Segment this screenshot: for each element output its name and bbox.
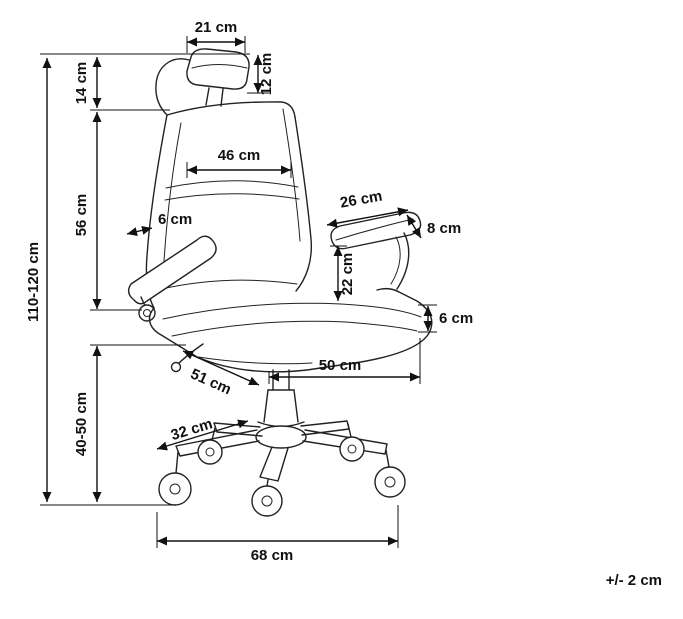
left-armrest-pivot [138,304,156,322]
caster-left [158,451,192,506]
left-armrest-pad [127,235,217,305]
dim-headrest-offset-label: 14 cm [73,62,90,105]
tolerance-note-label: +/- 2 cm [606,572,662,589]
headrest-bracket [155,58,190,116]
caster-back-right [339,423,365,462]
tolerance-note: +/- 2 cm [606,572,662,589]
seat-seam-2 [171,320,418,337]
dim-backrest-height-label: 56 cm [73,194,90,237]
dim-armrest-pad-width: 8 cm [406,214,461,239]
dim-headrest-height-label: 12 cm [258,53,275,96]
seat-seam-1 [162,302,422,320]
headrest-stem-left [205,87,210,106]
dim-backrest-thickness-label: 6 cm [158,211,192,228]
dim-armrest-length-label: 26 cm [339,188,384,212]
dim-headrest-offset: 14 cm [73,57,102,108]
dim-seat-width: 50 cm [269,357,420,382]
dim-seat-width-label: 50 cm [319,357,362,374]
right-armrest-support-inner [390,236,401,285]
dim-backrest-width: 46 cm [187,147,291,175]
tilt-lever-knob [170,361,182,373]
dim-backrest-thickness: 6 cm [126,211,192,237]
dim-seat-thickness: 6 cm [423,306,473,331]
backrest-seam-3 [156,279,298,291]
dim-headrest-height: 12 cm [253,53,275,96]
caster-right [374,449,406,498]
dim-base-width: 68 cm [157,536,398,564]
headrest-stem-right [220,88,224,107]
backrest-inner-left-seam [163,122,182,262]
seat-outline [148,287,433,373]
dim-backrest-width-label: 46 cm [218,147,261,164]
backrest-top-edge [166,101,296,118]
caster-front [251,479,283,517]
dim-backrest-height: 56 cm [73,112,102,309]
backrest-right-edge [294,116,313,292]
dim-headrest-width-label: 21 cm [195,19,238,36]
headrest-shape [186,48,250,90]
dim-seat-height-label: 40-50 cm [73,392,90,456]
dim-seat-thickness-label: 6 cm [439,310,473,327]
dim-headrest-width: 21 cm [187,19,245,47]
dim-base-width-label: 68 cm [251,547,294,564]
extension-lines [40,36,437,548]
base-leg-front [259,446,289,482]
dim-armrest-pad-width-label: 8 cm [427,220,461,237]
base-hub [255,425,307,449]
dim-total-height-label: 110-120 cm [25,242,42,322]
right-armrest-support-outer [396,232,410,290]
dim-seat-height: 40-50 cm [73,346,102,502]
backrest-seam-1 [165,180,299,189]
dim-seat-depth: 51 cm [182,350,260,398]
gas-lift-upper [267,369,295,391]
dim-total-height: 110-120 cm [25,58,52,502]
headrest-fold-line [191,64,248,69]
dim-armrest-height: 22 cm [333,246,356,301]
gas-lift-lower [263,389,299,423]
chair-drawing [127,48,433,517]
seat-front-seam [197,356,313,365]
backrest-seam-2 [164,193,300,201]
left-armrest-link [140,296,146,307]
dim-armrest-height-label: 22 cm [339,253,356,296]
backrest-inner-right-seam [282,108,301,242]
